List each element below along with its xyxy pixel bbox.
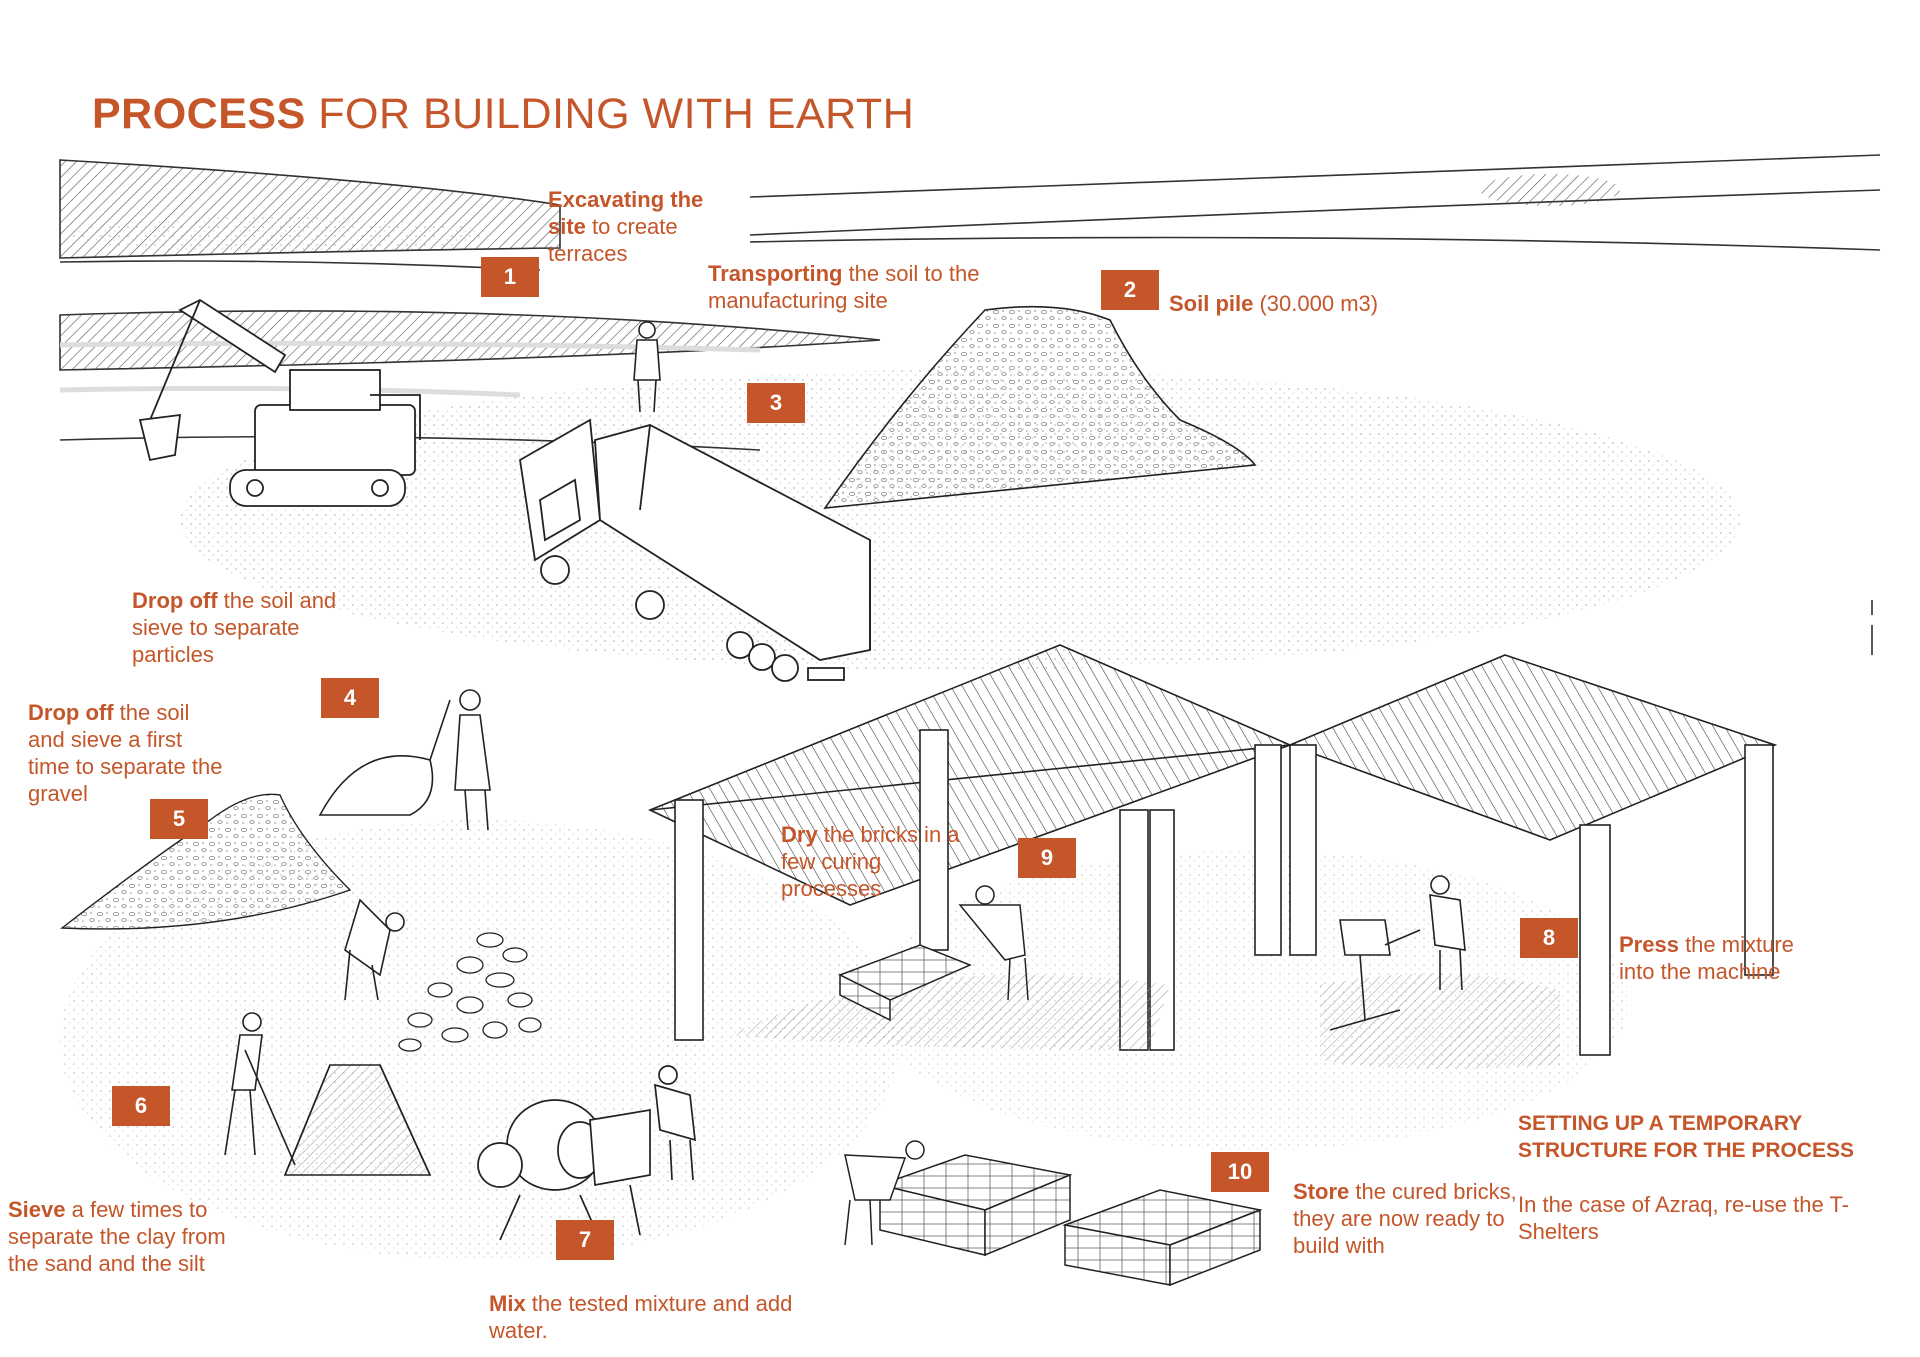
page-title: PROCESS FOR BUILDING WITH EARTH [92,90,914,139]
step-caption-8: Press the mixture into the machine [1619,931,1809,985]
step-badge-4: 4 [321,678,379,718]
step-caption-6: Sieve a few times to separate the clay f… [8,1196,238,1277]
step-caption-1: Excavating the site to create terraces [548,186,738,267]
structure-note: In the case of Azraq, re-use the T-Shelt… [1518,1191,1888,1245]
step-badge-8: 8 [1520,918,1578,958]
step-badge-6: 6 [112,1086,170,1126]
step-badge-7: 7 [556,1220,614,1260]
step-badge-2: 2 [1101,270,1159,310]
step-badge-10: 10 [1211,1152,1269,1192]
stored-bricks [845,1141,1260,1285]
step-badge-9: 9 [1018,838,1076,878]
step-caption-4: Drop off the soil and sieve to separate … [132,587,362,668]
step-caption-2: Soil pile (30.000 m3) [1169,290,1378,317]
step-caption-5: Drop off the soil and sieve a first time… [28,699,228,807]
step-caption-3: Transporting the soil to the manufacturi… [708,260,1008,314]
step-caption-9: Dry the bricks in a few curing processes [781,821,961,902]
structure-heading: SETTING UP A TEMPORARY STRUCTURE FOR THE… [1518,1110,1878,1164]
step-caption-7: Mix the tested mixture and add water. [489,1290,819,1344]
step-badge-3: 3 [747,383,805,423]
step-caption-10: Store the cured bricks, they are now rea… [1293,1178,1518,1259]
step-badge-1: 1 [481,257,539,297]
